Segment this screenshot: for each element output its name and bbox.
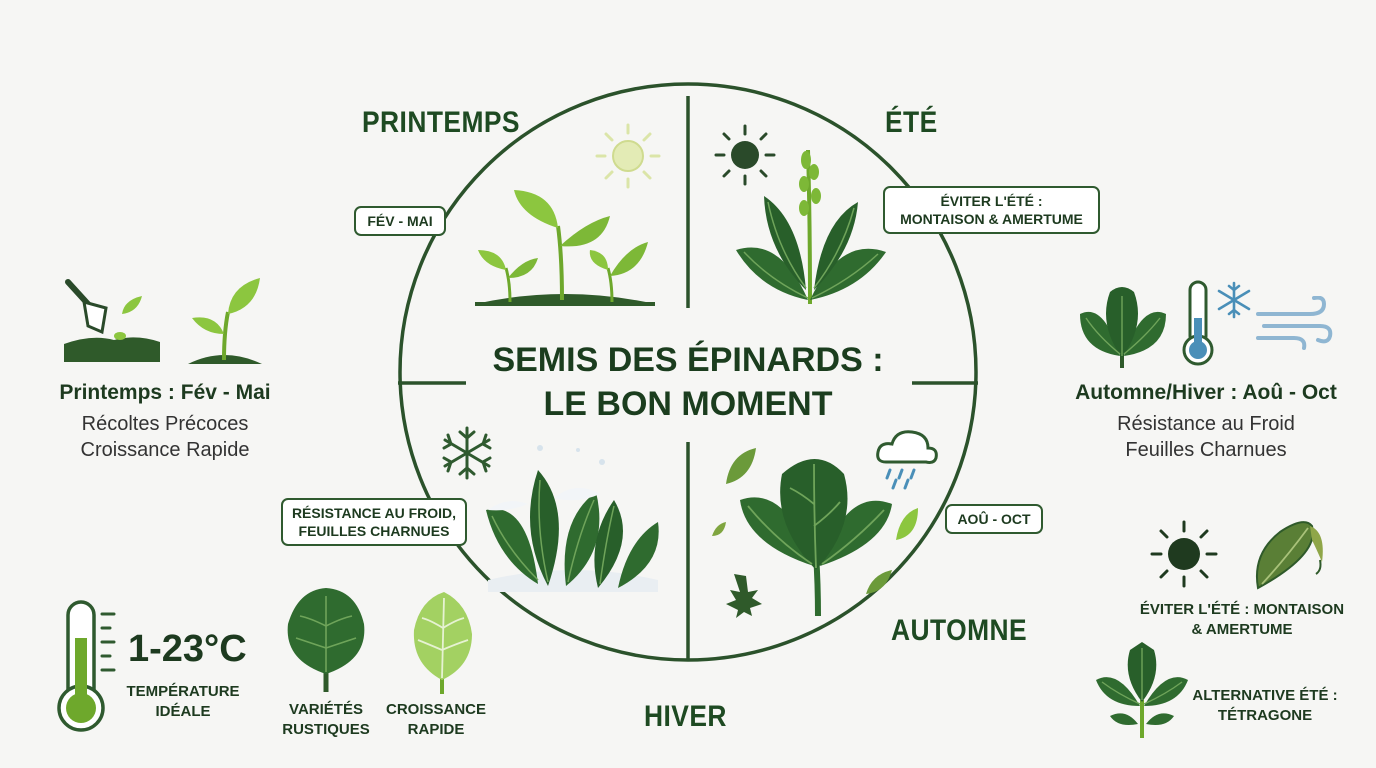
right-panel-line1: Résistance au Froid: [1117, 413, 1295, 435]
snowflake-icon: [442, 426, 492, 480]
trowel-icon: [64, 279, 160, 362]
temperature-label: TEMPÉRATURE IDÉALE: [116, 682, 250, 722]
page-title: SEMIS DES ÉPINARDS : LE BON MOMENT: [428, 338, 948, 426]
left-panel-heading: Printemps : Fév - Mai: [59, 381, 271, 404]
temperature-label-line1: TEMPÉRATURE: [126, 683, 240, 700]
alt-note-line1: ALTERNATIVE ÉTÉ :: [1192, 687, 1338, 704]
alternative-summer-note: ALTERNATIVE ÉTÉ : TÉTRAGONE: [1182, 686, 1348, 726]
wilted-leaf-icon: [1256, 521, 1323, 590]
season-label-autumn: AUTOMNE: [891, 614, 1028, 647]
title-line1: SEMIS DES ÉPINARDS :: [492, 341, 884, 379]
rustic-line1: VARIÉTÉS: [289, 701, 363, 718]
fast-line2: RAPIDE: [407, 721, 465, 738]
temperature-label-line2: IDÉALE: [155, 703, 211, 720]
summer-avoid-line1: ÉVITER L'ÉTÉ :: [940, 193, 1043, 209]
avoid-note-line1: ÉVITER L'ÉTÉ : MONTAISON: [1139, 601, 1345, 618]
avoid-summer-note: ÉVITER L'ÉTÉ : MONTAISON & AMERTUME: [1124, 600, 1360, 640]
autumn-months-text: AOÛ - OCT: [957, 511, 1031, 527]
light-leaf-icon: [413, 592, 472, 694]
autumn-months-badge: AOÛ - OCT: [945, 504, 1043, 534]
left-panel-line1: Récoltes Précoces: [81, 413, 249, 435]
left-panel-line2: Croissance Rapide: [80, 439, 250, 461]
season-label-spring: PRINTEMPS: [362, 106, 520, 139]
winter-resist-badge: RÉSISTANCE AU FROID, FEUILLES CHARNUES: [281, 498, 467, 546]
right-panel-line2: Feuilles Charnues: [1125, 439, 1287, 461]
seedlings-illustration: [475, 190, 655, 306]
tetragone-plant-icon: [1096, 642, 1188, 738]
small-snowflake-icon: [1217, 281, 1251, 319]
cloud-rain-icon: [876, 430, 938, 490]
rustic-line2: RUSTIQUES: [282, 721, 370, 738]
seedling-icon: [188, 278, 262, 364]
spring-months-badge: FÉV - MAI: [354, 206, 446, 236]
avoid-note-line2: & AMERTUME: [1191, 621, 1293, 638]
bolting-spinach-illustration: [736, 149, 886, 305]
spring-months-text: FÉV - MAI: [367, 213, 433, 229]
season-label-summer: ÉTÉ: [885, 106, 938, 139]
sun-icon: [595, 123, 661, 189]
dark-leaf-icon: [287, 588, 365, 692]
fast-line1: CROISSANCE: [385, 701, 486, 718]
rustic-varieties-label: VARIÉTÉS RUSTIQUES: [266, 700, 386, 740]
temperature-value: 1-23°C: [128, 628, 247, 670]
wind-icon: [1256, 296, 1333, 350]
season-label-winter: HIVER: [644, 700, 727, 733]
snowy-spinach-illustration: [486, 445, 659, 592]
thermometer-icon: [57, 600, 116, 732]
winter-resist-line1: RÉSISTANCE AU FROID,: [291, 505, 457, 521]
hot-sun-icon: [1150, 520, 1218, 588]
summer-avoid-badge: ÉVITER L'ÉTÉ : MONTAISON & AMERTUME: [883, 186, 1100, 234]
alt-note-line2: TÉTRAGONE: [1217, 707, 1313, 724]
autumn-spinach-illustration: [712, 448, 918, 618]
summer-avoid-line2: MONTAISON & AMERTUME: [900, 211, 1083, 227]
dark-sun-icon: [714, 124, 776, 186]
title-line2: LE BON MOMENT: [543, 385, 833, 423]
fast-growth-label: CROISSANCE RAPIDE: [376, 700, 496, 740]
spinach-plant-icon: [1080, 287, 1166, 368]
right-panel-heading: Automne/Hiver : Aoû - Oct: [1075, 381, 1337, 404]
winter-resist-line2: FEUILLES CHARNUES: [298, 523, 450, 539]
cold-thermometer-icon: [1182, 280, 1214, 366]
